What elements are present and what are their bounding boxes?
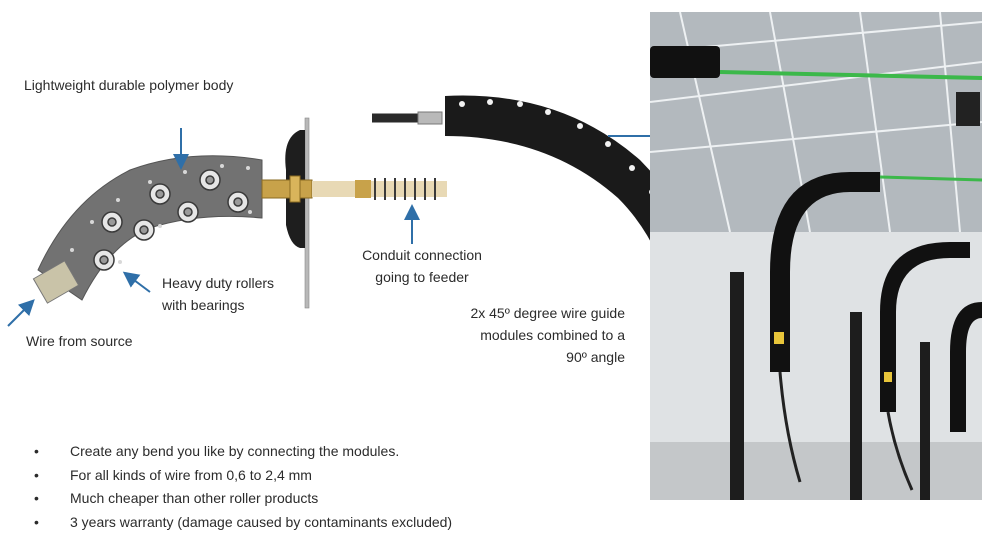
list-item-text: For all kinds of wire from 0,6 to 2,4 mm xyxy=(70,466,312,483)
list-item: •3 years warranty (damage caused by cont… xyxy=(34,513,453,530)
label-conduit-line1: Conduit connection xyxy=(362,247,482,263)
list-item-text: Create any bend you like by connecting t… xyxy=(70,443,400,459)
list-item-text: 3 years warranty (damage caused by conta… xyxy=(70,513,453,530)
label-modules-line3: 90º angle xyxy=(566,349,625,365)
label-rollers: Heavy duty rollers with bearings xyxy=(162,272,274,316)
list-item: •Create any bend you like by connecting … xyxy=(34,443,400,459)
feature-list: •Create any bend you like by connecting … xyxy=(30,440,452,534)
label-rollers-line1: Heavy duty rollers xyxy=(162,275,275,291)
factory-scene xyxy=(650,12,982,500)
label-polymer-body: Lightweight durable polymer body xyxy=(24,77,234,93)
label-modules-line2: modules combined to a xyxy=(480,327,625,343)
rollers xyxy=(93,169,249,271)
callout-arrows xyxy=(7,128,420,327)
list-item-text: Much cheaper than other roller products xyxy=(70,490,319,506)
list-item: •For all kinds of wire from 0,6 to 2,4 m… xyxy=(34,466,312,483)
conduit xyxy=(312,181,447,197)
label-conduit: Conduit connection going to feeder xyxy=(357,244,487,288)
label-modules-line1: 2x 45º degree wire guide xyxy=(470,305,625,321)
roller-module-drawing xyxy=(7,117,447,327)
label-modules: 2x 45º degree wire guide modules combine… xyxy=(440,302,625,368)
factory-installation-photo xyxy=(650,12,982,500)
wire-inlet xyxy=(32,260,80,304)
label-rollers-line2: with bearings xyxy=(162,297,245,313)
label-conduit-line2: going to feeder xyxy=(375,269,469,285)
list-item: •Much cheaper than other roller products xyxy=(34,490,319,506)
label-wire-source: Wire from source xyxy=(26,333,133,349)
